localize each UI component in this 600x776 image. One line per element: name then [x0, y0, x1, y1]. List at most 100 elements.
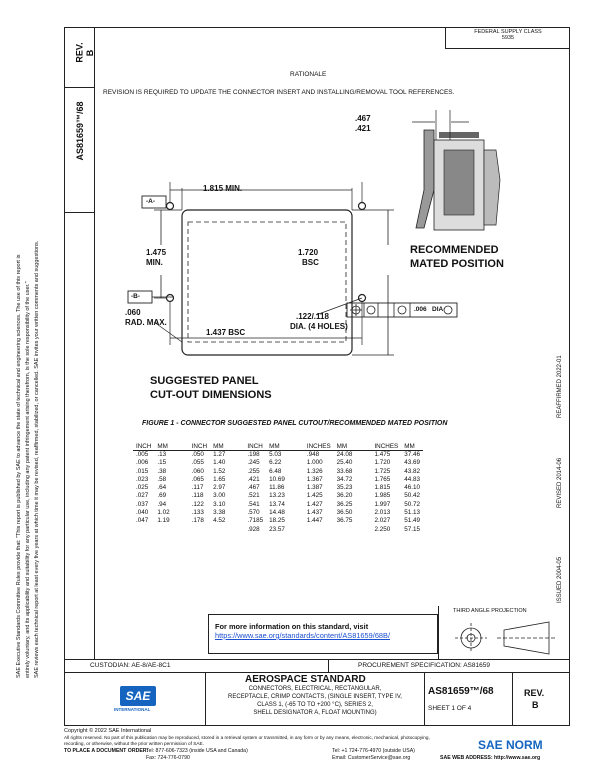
table-cell: 44.83: [404, 475, 420, 483]
table-cell: .198: [247, 451, 260, 458]
col-header: INCH: [188, 442, 211, 451]
title-block-divider: [328, 659, 329, 672]
col-header: MM: [154, 442, 173, 451]
title-block-divider: [205, 672, 206, 726]
sheet-number: SHEET 1 OF 4: [428, 705, 472, 712]
fsc-value: 5935: [501, 35, 515, 41]
footer-copyright: Copyright © 2022 SAE International: [64, 728, 152, 734]
table-cell: .040: [136, 509, 149, 517]
cutout-title-1: SUGGESTED PANEL: [150, 375, 259, 387]
sae-norm-watermark: SAE NORM: [478, 738, 543, 752]
procurement-spec: PROCUREMENT SPECIFICATION: AS81659: [358, 662, 490, 669]
custodian: CUSTODIAN: AE-8/AE-8C1: [90, 662, 171, 669]
table-cell: .467: [247, 484, 260, 492]
figure-caption: FIGURE 1 - CONNECTOR SUGGESTED PANEL CUT…: [142, 420, 448, 427]
mounting-hole: [165, 201, 175, 211]
table-cell: 1.52: [213, 467, 226, 475]
footer-web: SAE WEB ADDRESS: http://www.sae.org: [440, 755, 541, 761]
col-header: MM: [333, 442, 356, 451]
table-cell: 24.08: [336, 451, 353, 458]
table-cell: .15: [157, 459, 167, 467]
legal-text-2: entirely voluntary, and its applicabilit…: [25, 281, 31, 678]
dim-1437: 1.437 BSC: [206, 328, 246, 337]
table-cell: [133, 526, 154, 534]
table-cell: 3.10: [213, 500, 226, 508]
table-cell: .541: [247, 500, 260, 508]
table-cell: 1.427: [306, 500, 323, 508]
table-cell: 2.027: [374, 517, 391, 525]
hole-dim: .122/.118: [296, 312, 329, 321]
cutout-outline: [181, 209, 353, 356]
table-cell: .122: [191, 500, 204, 508]
col-header: INCHES: [371, 442, 402, 451]
left-column-divider: [64, 87, 94, 88]
table-cell: 1.000: [306, 459, 323, 467]
table-cell: .006: [136, 459, 149, 467]
table-cell: 51.13: [404, 509, 420, 517]
rationale-heading: RATIONALE: [290, 71, 327, 78]
table-cell: .421: [247, 475, 260, 483]
table-cell: 1.720: [374, 459, 391, 467]
mated-title-2: MATED POSITION: [410, 258, 504, 270]
fsc-label: FEDERAL SUPPLY CLASS: [474, 29, 542, 35]
table-cell: 1.19: [157, 517, 170, 525]
col-header: MM: [210, 442, 229, 451]
table-cell: 57.15: [404, 525, 420, 533]
table-cell: 13.23: [269, 492, 285, 500]
rad-max: RAD. MAX.: [125, 318, 167, 327]
table-cell: 3.00: [213, 492, 226, 500]
table-cell: 34.72: [336, 475, 353, 483]
left-column: [64, 27, 95, 659]
table-cell: 37.46: [404, 451, 420, 458]
table-cell: 1.27: [213, 451, 226, 458]
table-cell: 23.57: [269, 525, 285, 533]
mated-title-1: RECOMMENDED: [410, 244, 499, 256]
table-cell: .178: [191, 517, 204, 525]
projection-label: THIRD ANGLE PROJECTION: [453, 608, 527, 614]
mounting-hole: [357, 201, 367, 211]
table-cell: 1.725: [374, 467, 391, 475]
table-cell: .570: [247, 509, 260, 517]
conversion-table: INCH MM INCH MM INCH MM INCHES MM INCHES…: [133, 442, 423, 534]
table-cell: .037: [136, 500, 149, 508]
standard-url-link[interactable]: https://www.sae.org/standards/content/AS…: [215, 631, 391, 640]
page-frame: [64, 27, 570, 726]
table-cell: 1.40: [213, 459, 226, 467]
fcf-tolerance: .006: [414, 306, 427, 313]
more-info-text: For more information on this standard, v…: [215, 622, 369, 631]
footer-rights-2: recording, or otherwise, without the pri…: [64, 741, 204, 746]
table-cell: .69: [157, 492, 167, 500]
table-cell: 6.22: [269, 459, 282, 467]
dim-060: .060: [125, 308, 141, 317]
table-cell: [189, 526, 210, 534]
title-block-top-line: [64, 659, 570, 660]
table-cell: 2.97: [213, 484, 226, 492]
title-desc-2: RECEPTACLE, CRIMP CONTACTS, (SINGLE INSE…: [228, 694, 402, 700]
table-cell: 1.367: [306, 475, 323, 483]
table-cell: .027: [136, 492, 149, 500]
table-cell: 1.387: [306, 484, 323, 492]
table-cell: 43.69: [404, 459, 420, 467]
table-cell: 10.69: [269, 475, 285, 483]
title-rev-label: REV.: [524, 688, 545, 698]
table-cell: [334, 526, 356, 534]
table-cell: .7185: [247, 517, 264, 525]
table-cell: 14.48: [269, 509, 285, 517]
dim-1720-bsc: BSC: [302, 258, 319, 267]
title-block-line: [64, 672, 570, 673]
dim-1815: 1.815 MIN.: [203, 184, 243, 193]
table-cell: .055: [191, 459, 204, 467]
table-cell: .521: [247, 492, 260, 500]
footer-phone-2: Tel: +1 724-776-4970 (outside USA): [332, 748, 415, 754]
legal-text-3: SAE reviews each technical report at lea…: [34, 240, 40, 678]
cutout-hidden-outline: [187, 221, 347, 343]
table-cell: 36.75: [336, 517, 353, 525]
legal-text-1: SAE Executive Standards Committee Rules …: [16, 254, 22, 678]
dim-467: .467: [355, 114, 371, 123]
